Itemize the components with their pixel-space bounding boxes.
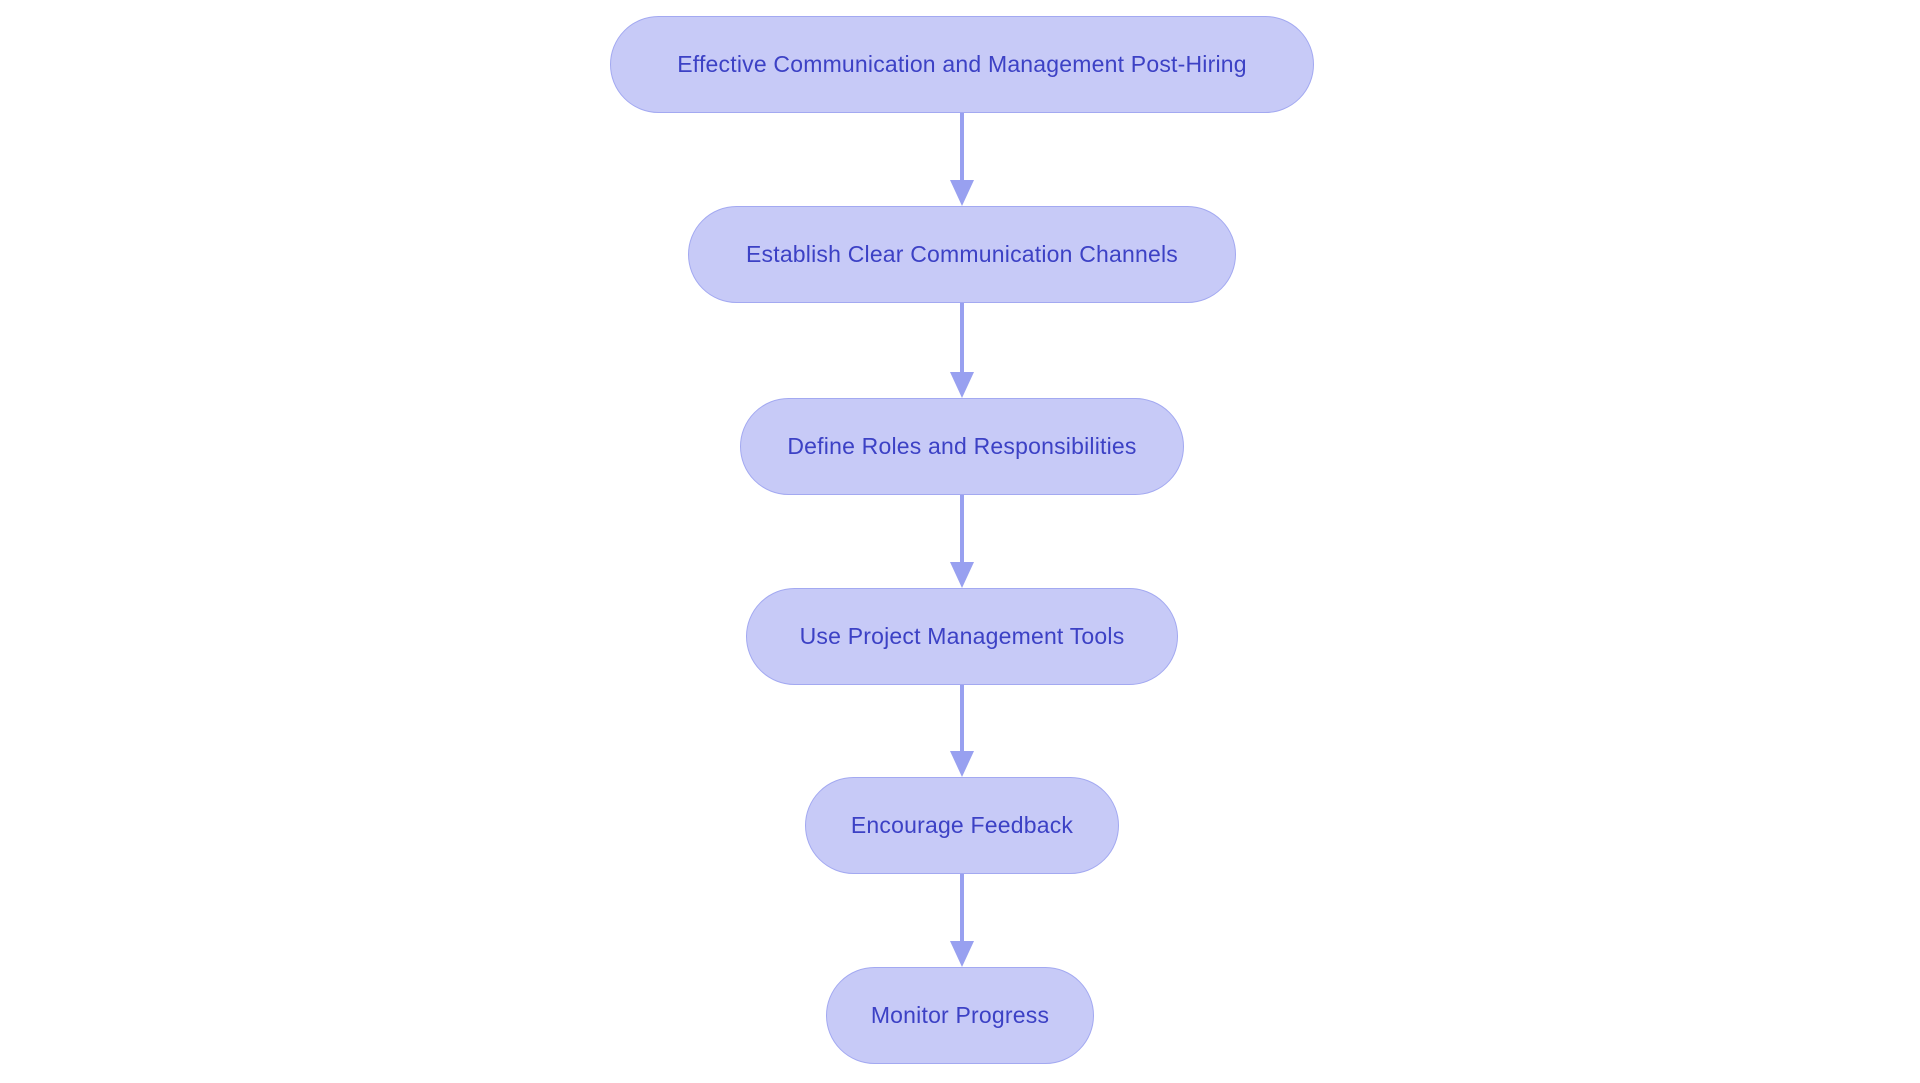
arrow-head-icon [950,751,974,777]
flow-node-label: Effective Communication and Management P… [677,51,1247,77]
flow-arrow-n3-n4 [950,495,974,588]
arrow-shaft [960,685,964,751]
flow-arrow-n5-n6 [950,874,974,967]
arrow-head-icon [950,372,974,398]
flow-arrow-n4-n5 [950,685,974,777]
flow-node-define-roles: Define Roles and Responsibilities [740,398,1184,495]
arrow-head-icon [950,180,974,206]
flow-arrow-n2-n3 [950,303,974,398]
flow-node-label: Monitor Progress [870,1002,1050,1028]
arrow-shaft [960,495,964,562]
arrow-head-icon [950,941,974,967]
flow-node-monitor-progress: Monitor Progress [826,967,1094,1064]
flow-node-label: Encourage Feedback [850,812,1074,838]
flow-node-project-tools: Use Project Management Tools [746,588,1178,685]
arrow-head-icon [950,562,974,588]
flow-node-label: Establish Clear Communication Channels [745,241,1179,267]
flow-node-effective-communication: Effective Communication and Management P… [610,16,1314,113]
arrow-shaft [960,874,964,941]
arrow-shaft [960,113,964,180]
flow-node-label: Define Roles and Responsibilities [787,433,1137,459]
flow-node-label: Use Project Management Tools [799,623,1125,649]
flow-node-encourage-feedback: Encourage Feedback [805,777,1119,874]
flow-node-establish-channels: Establish Clear Communication Channels [688,206,1236,303]
flow-arrow-n1-n2 [950,113,974,206]
arrow-shaft [960,303,964,372]
